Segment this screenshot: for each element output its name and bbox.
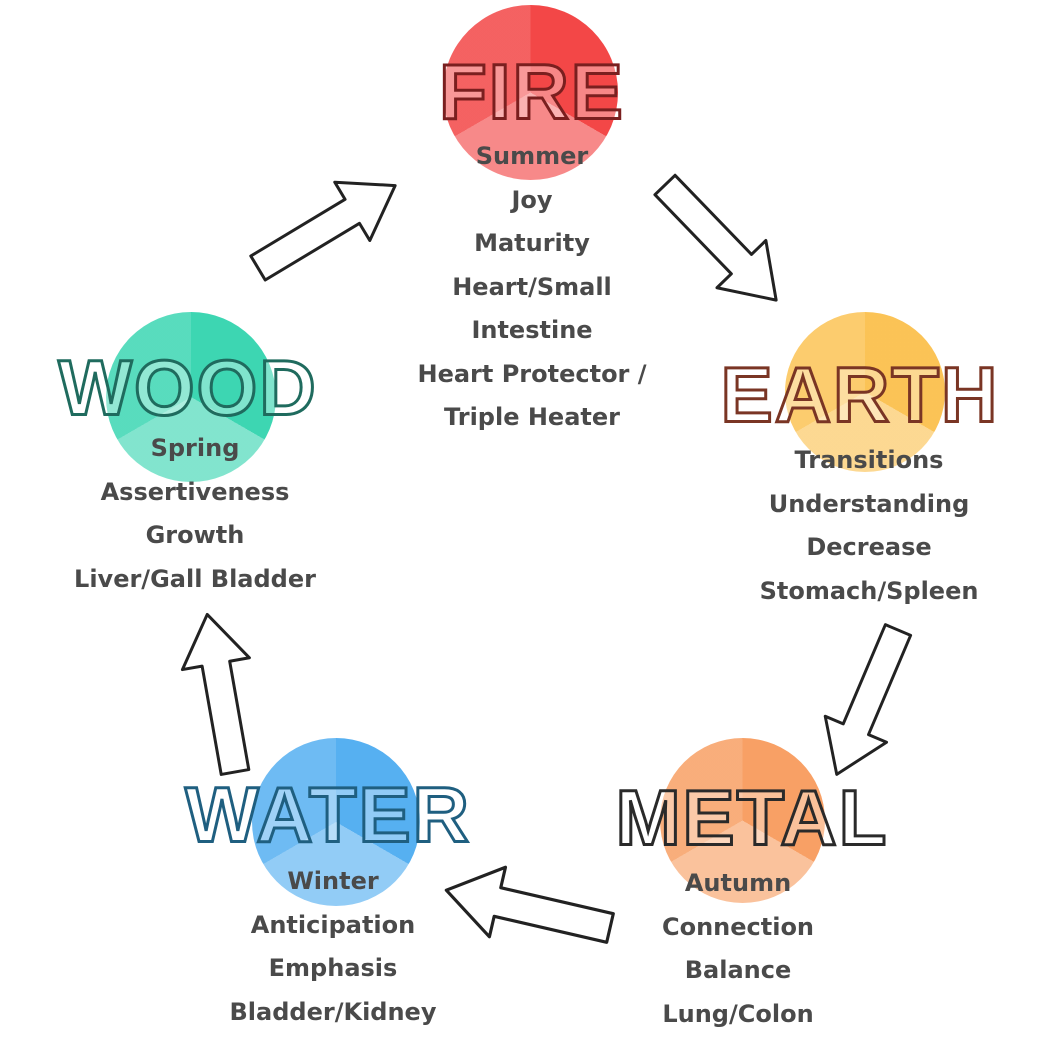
attribute: Winter	[287, 867, 379, 895]
attribute: Decrease	[806, 533, 932, 561]
attribute: Intestine	[471, 316, 593, 344]
wood-attributes: Spring Assertiveness Growth Liver/Gall B…	[74, 427, 316, 601]
attribute: Emphasis	[268, 954, 398, 982]
metal-attributes: Autumn Connection Balance Lung/Colon	[662, 862, 814, 1036]
earth-attributes: Transitions Understanding Decrease Stoma…	[760, 439, 979, 613]
attribute: Spring	[150, 434, 240, 462]
metal-title: METAL	[614, 772, 889, 863]
attribute: Autumn	[684, 869, 792, 897]
attribute: Connection	[661, 912, 815, 941]
attribute: Joy	[511, 185, 553, 214]
fire-circle	[443, 5, 618, 180]
wood-title: WOOD	[57, 342, 318, 433]
attribute: Anticipation	[250, 910, 416, 939]
attribute: Summer	[475, 142, 589, 170]
earth-circle	[785, 312, 945, 472]
attribute: Bladder/Kidney	[229, 997, 437, 1026]
metal-circle	[660, 738, 825, 903]
attribute: Transitions	[794, 446, 944, 474]
arrow-fire-to-earth	[639, 159, 803, 326]
earth-title: EARTH	[719, 349, 1000, 440]
attribute: Growth	[145, 521, 245, 549]
fire-attributes: Summer Joy Maturity Heart/Small Intestin…	[417, 135, 646, 440]
attribute: Heart/Small	[452, 272, 612, 301]
fire-title: FIRE	[438, 46, 625, 137]
attribute: Liver/Gall Bladder	[74, 564, 316, 593]
arrow-wood-to-fire	[238, 154, 415, 299]
attribute: Stomach/Spleen	[759, 576, 979, 605]
water-attributes: Winter Anticipation Emphasis Bladder/Kid…	[230, 860, 437, 1034]
attribute: Assertiveness	[100, 477, 290, 506]
arrow-earth-to-metal	[804, 615, 931, 789]
water-title: WATER	[184, 769, 471, 860]
attribute: Balance	[684, 956, 792, 984]
arrow-water-to-wood	[172, 607, 270, 780]
attribute: Understanding	[768, 489, 970, 518]
attribute: Heart Protector /	[417, 359, 647, 388]
arrow-metal-to-water	[436, 853, 620, 965]
attribute: Maturity	[474, 229, 590, 257]
wood-circle	[106, 312, 276, 482]
attribute: Triple Heater	[444, 403, 620, 431]
attribute: Lung/Colon	[662, 999, 814, 1028]
water-circle	[252, 738, 420, 906]
